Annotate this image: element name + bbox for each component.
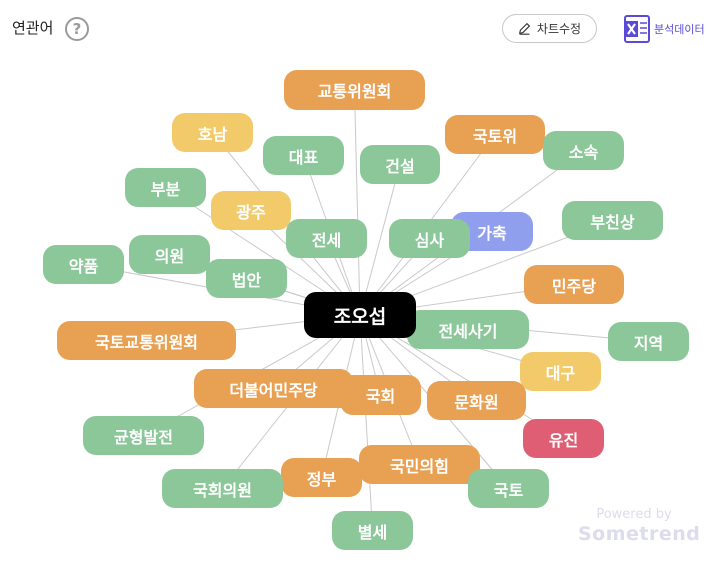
keyword-node[interactable]: 국토교통위원회 <box>57 321 236 360</box>
edge-line <box>359 164 401 316</box>
keyword-node[interactable]: 전세사기 <box>407 310 529 349</box>
keyword-node[interactable]: 심사 <box>389 219 470 258</box>
keyword-node[interactable]: 광주 <box>211 191 291 230</box>
keyword-node[interactable]: 소속 <box>543 131 624 170</box>
keyword-node[interactable]: 대구 <box>520 352 601 391</box>
excel-icon <box>624 15 650 43</box>
analysis-data-button[interactable]: 분석데이터 <box>624 15 705 43</box>
keyword-node[interactable]: 약품 <box>43 245 124 284</box>
keyword-node[interactable]: 지역 <box>608 322 689 361</box>
edge-line <box>359 314 373 531</box>
center-keyword-node[interactable]: 조오섭 <box>304 292 416 338</box>
keyword-node[interactable]: 정부 <box>281 458 362 497</box>
keyword-node[interactable]: 국회 <box>340 375 421 415</box>
keyword-node[interactable]: 건설 <box>360 145 440 184</box>
pencil-icon <box>518 23 530 35</box>
keyword-node[interactable]: 법안 <box>206 259 287 298</box>
powered-by-text: Powered by <box>596 507 672 522</box>
keyword-node[interactable]: 전세 <box>286 219 367 258</box>
keyword-node[interactable]: 부분 <box>125 168 206 207</box>
keyword-node[interactable]: 국토 <box>468 469 549 508</box>
keyword-node[interactable]: 교통위원회 <box>284 70 425 110</box>
keyword-node[interactable]: 민주당 <box>524 265 624 304</box>
keyword-node[interactable]: 균형발전 <box>83 416 204 455</box>
keyword-node[interactable]: 대표 <box>263 136 344 175</box>
powered-by-watermark: Powered by Sometrend <box>578 507 701 545</box>
edge-line <box>354 89 361 316</box>
keyword-node[interactable]: 부친상 <box>562 201 663 240</box>
keyword-node[interactable]: 국민의힘 <box>359 445 480 484</box>
keyword-node[interactable]: 더불어민주당 <box>194 369 353 408</box>
keyword-node[interactable]: 국회의원 <box>162 469 283 508</box>
edit-chart-button[interactable]: 차트수정 <box>502 14 597 43</box>
keyword-node[interactable]: 의원 <box>129 235 210 274</box>
analysis-data-label: 분석데이터 <box>654 23 705 36</box>
help-icon[interactable]: ? <box>65 17 89 41</box>
sometrend-logo: Sometrend <box>578 523 701 545</box>
keyword-node[interactable]: 호남 <box>172 113 253 152</box>
keyword-node[interactable]: 유진 <box>523 419 604 458</box>
keyword-node[interactable]: 국토위 <box>445 115 545 154</box>
page-title: 연관어 <box>12 19 54 37</box>
keyword-node[interactable]: 별세 <box>332 511 413 550</box>
edit-chart-label: 차트수정 <box>536 22 582 36</box>
keyword-node[interactable]: 문화원 <box>427 381 526 420</box>
